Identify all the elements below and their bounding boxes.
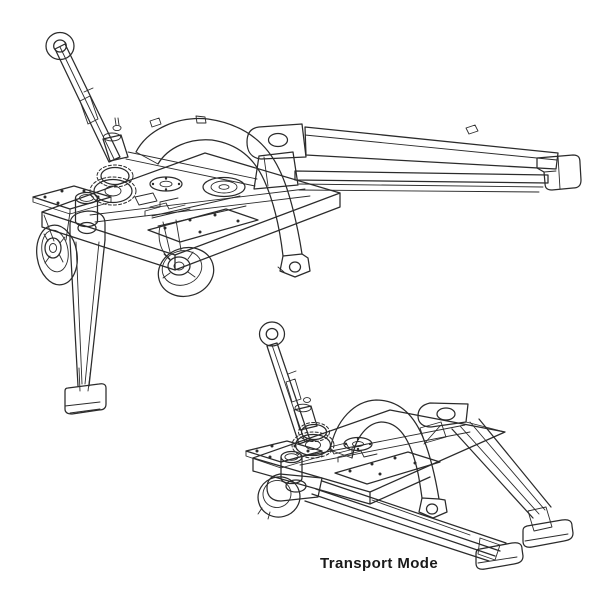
gooseneck-foot xyxy=(418,497,448,519)
transport-mode-drawing xyxy=(245,321,574,570)
lower-beam-front xyxy=(294,170,549,184)
gooseneck-inner xyxy=(351,421,423,499)
pump-gear xyxy=(93,178,133,204)
folded-fork-arm xyxy=(266,473,524,570)
leg-head xyxy=(69,210,106,241)
caster-wheel-left xyxy=(36,211,78,286)
pump-handle-transport xyxy=(258,321,311,445)
gooseneck-outer xyxy=(135,117,303,255)
leg-band xyxy=(451,418,552,519)
fork-beam-edges xyxy=(304,480,507,562)
caster-wheel-center xyxy=(157,219,215,298)
center-tire xyxy=(157,246,215,298)
stabilizer-leg xyxy=(64,210,107,415)
boom-swivel-flange xyxy=(202,176,246,198)
gooseneck-foot xyxy=(279,253,311,278)
gooseneck-boom-transport xyxy=(329,399,448,519)
front-mount-plate xyxy=(147,208,259,243)
valve-block xyxy=(134,192,158,206)
clevis-eye-hole xyxy=(267,132,289,148)
arm-pivot-hole xyxy=(285,479,307,493)
leg-foot-pad xyxy=(64,383,107,415)
pump-body xyxy=(293,405,318,431)
deployed-mode-drawing xyxy=(32,31,582,415)
boom-post xyxy=(253,151,299,190)
upper-beam xyxy=(304,126,559,170)
clevis-head xyxy=(246,123,307,160)
handle-shaft xyxy=(54,43,121,163)
pump-body xyxy=(102,134,129,162)
gooseneck-roller xyxy=(288,261,302,273)
fork-foot-pad xyxy=(475,542,524,570)
arm-head xyxy=(266,473,323,502)
gooseneck-boom xyxy=(135,115,311,278)
pump-handle xyxy=(45,31,121,163)
leg-shaft xyxy=(69,239,106,387)
boom-clevis xyxy=(125,123,307,190)
leg-clevis-head xyxy=(417,402,469,428)
leg-foot-pad xyxy=(522,519,574,548)
handle-ring xyxy=(258,321,286,347)
folded-rear-leg xyxy=(417,402,574,548)
gooseneck-roller xyxy=(425,503,439,515)
fork-beams xyxy=(294,124,582,193)
gooseneck-outer xyxy=(329,399,440,500)
handle-shaft xyxy=(266,342,311,445)
caster-swivel-flange xyxy=(343,436,373,452)
beam-hook-foot xyxy=(536,154,582,191)
leg-pivot-hole xyxy=(77,221,97,235)
leg-clevis-eye xyxy=(436,407,456,421)
front-mount-plate xyxy=(334,451,441,485)
handle-ring-hole xyxy=(265,327,279,341)
gooseneck-inner xyxy=(157,139,284,257)
leg-ankle xyxy=(527,506,553,532)
lower-beam-rear xyxy=(298,183,544,193)
figure-caption: Transport Mode xyxy=(320,555,439,572)
caster-swivel-flange xyxy=(149,176,183,192)
